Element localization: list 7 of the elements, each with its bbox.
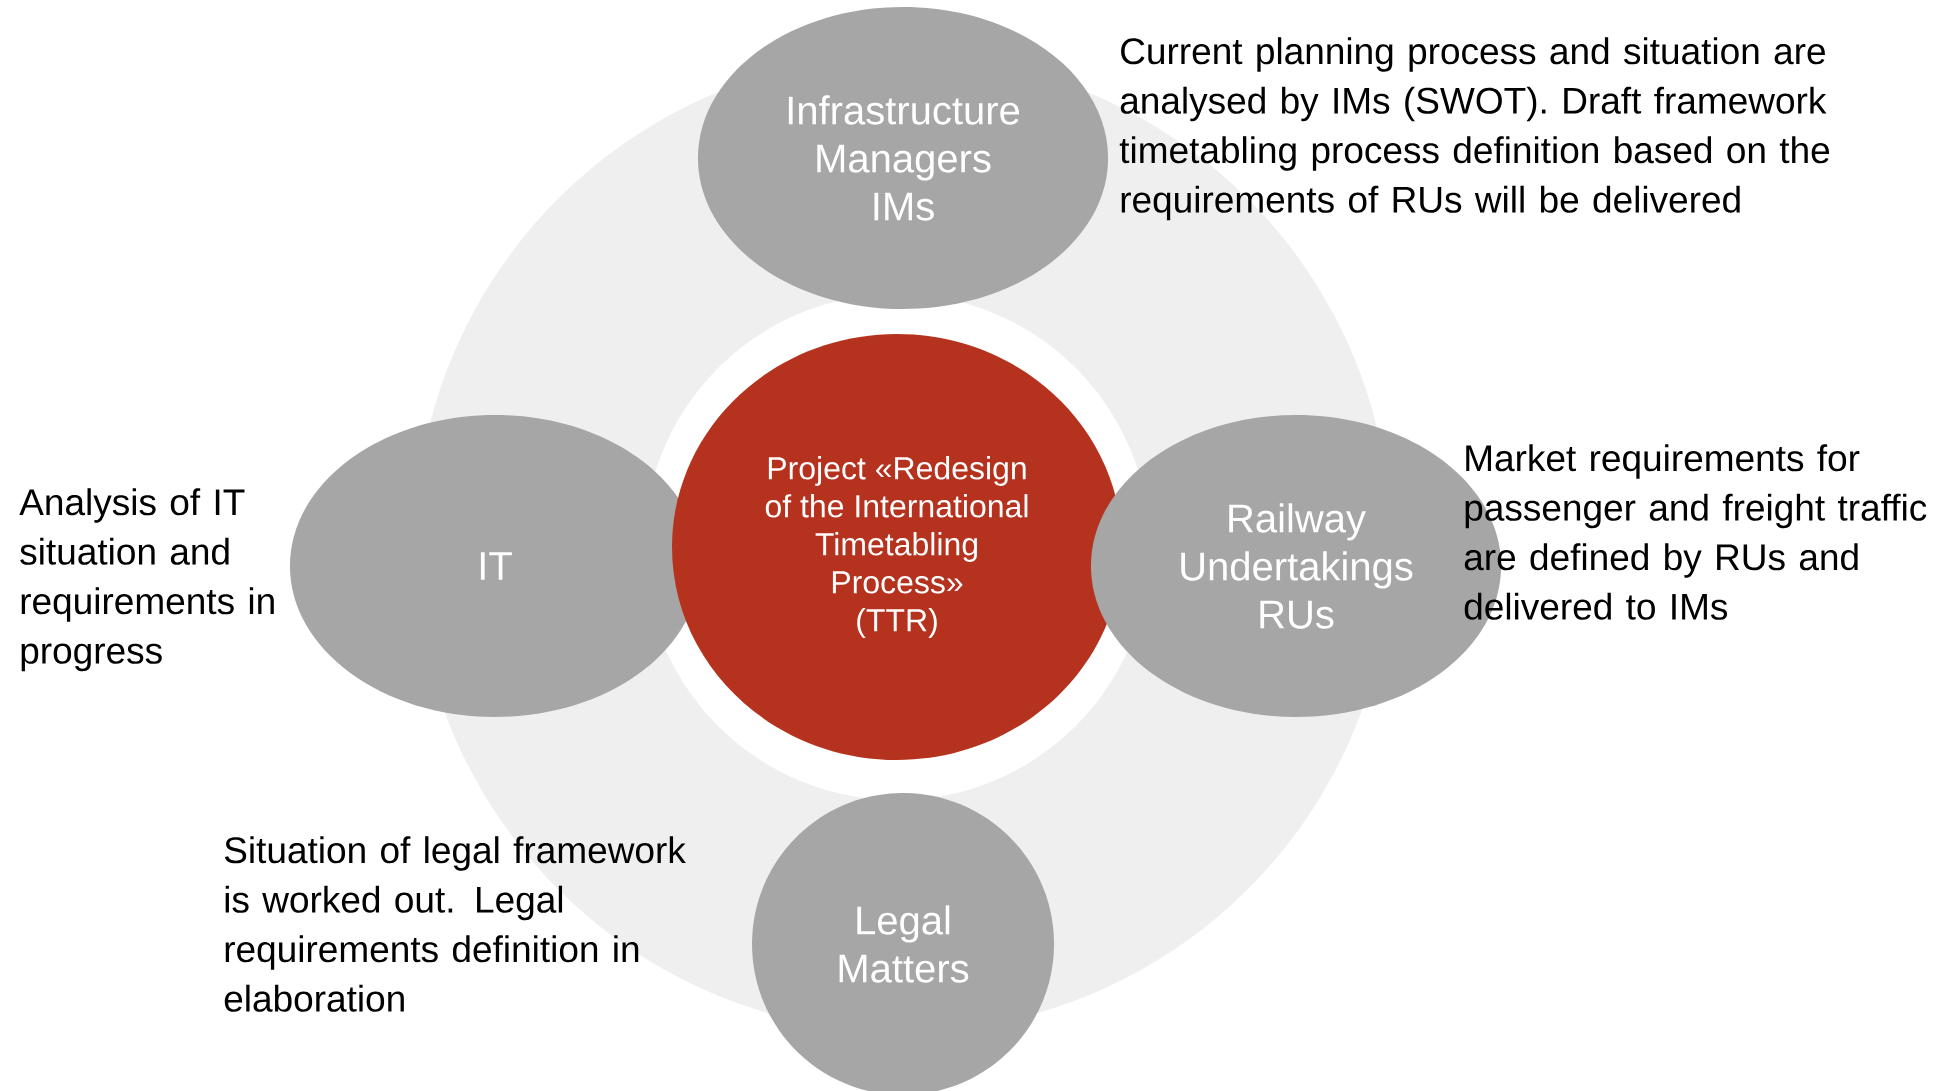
description-text: Market requirements for passenger and freight traffic are defined by RUs and delivered to IMs <box>1464 444 1927 620</box>
description-text: Situation of legal framework is worked out. Legal requirements definition in elaboration <box>224 836 686 1012</box>
circle-node: IT <box>289 415 701 717</box>
description-text: Current planning process and situation are analysed by IMs (SWOT). Draft framework timetabling process definition based on the requirements of RUs will be delivered <box>1119 37 1830 221</box>
description-text: Analysis of IT situation and requirements in progress <box>19 488 274 672</box>
circle-node: Project «Redesign of the International Timetabling Process» (TTR) <box>672 334 1122 760</box>
circle-node: Infrastructure Managers IMs <box>697 7 1109 309</box>
